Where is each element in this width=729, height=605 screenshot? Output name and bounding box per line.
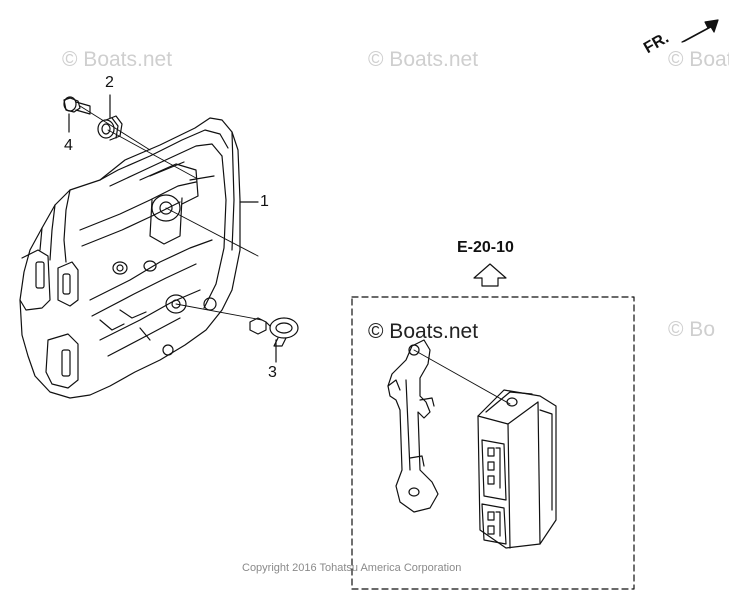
part-3-clip (249, 317, 299, 363)
copyright-text: Copyright 2016 Tohatsu America Corporati… (242, 562, 462, 574)
watermark-top-right: © Boats (668, 48, 729, 71)
front-direction-arrow (681, 19, 719, 43)
part-2-grommet (97, 94, 123, 141)
part-1-bracket (19, 105, 263, 399)
callout-part-1: 1 (260, 193, 269, 210)
reference-label[interactable]: E-20-10 (457, 239, 514, 256)
inset-mounting-bracket (387, 339, 511, 513)
inset-frame (351, 296, 635, 590)
callout-part-2: 2 (105, 74, 114, 91)
watermark-top-left: © Boats.net (62, 48, 173, 71)
part-4-bolt (63, 96, 91, 133)
watermark-inset: © Boats.net (368, 320, 479, 343)
reference-arrow (473, 263, 507, 287)
watermark-mid-right: © Bo (668, 318, 715, 341)
callout-part-4: 4 (64, 137, 73, 154)
watermark-top-center: © Boats.net (368, 48, 479, 71)
callout-part-3: 3 (268, 364, 277, 381)
inset-control-module (477, 389, 557, 549)
